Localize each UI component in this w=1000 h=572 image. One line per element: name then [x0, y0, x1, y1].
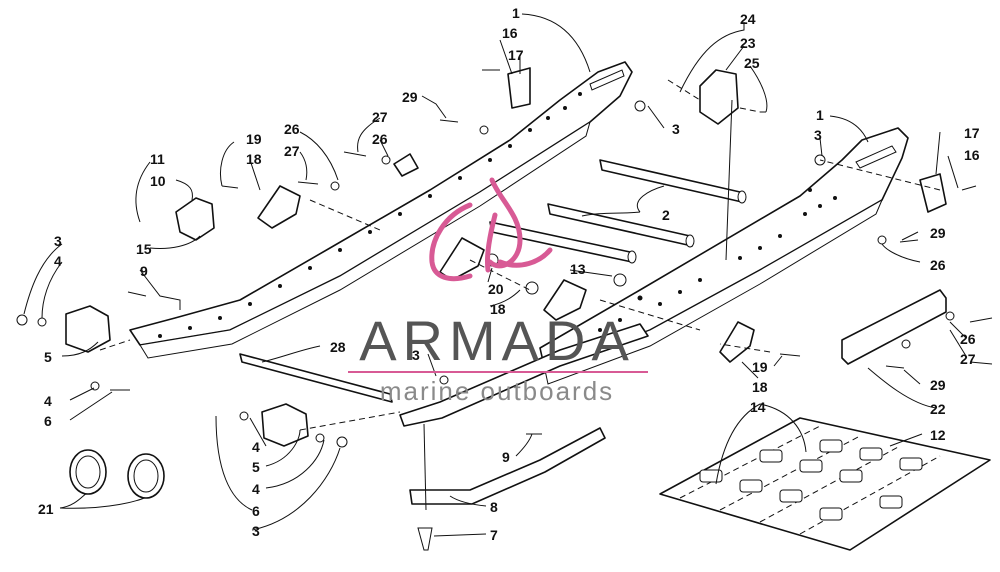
watermark-tagline: marine outboards [380, 376, 614, 406]
callout-26: 26 [372, 131, 388, 147]
callout-12: 12 [930, 427, 946, 443]
callout-8: 8 [490, 499, 498, 515]
callout-labels: 1 16 17 24 23 25 29 27 26 3 1 3 17 16 26… [38, 5, 980, 543]
callout-17: 17 [964, 125, 980, 141]
leader-lines [23, 13, 967, 537]
callout-1: 1 [816, 107, 824, 123]
callout-27: 27 [284, 143, 300, 159]
callout-27: 27 [960, 351, 976, 367]
callout-5: 5 [44, 349, 52, 365]
callout-16: 16 [502, 25, 518, 41]
callout-19: 19 [246, 131, 262, 147]
cross-shafts [239, 159, 747, 403]
callout-2: 2 [662, 207, 670, 223]
callout-9: 9 [502, 449, 510, 465]
callout-17: 17 [508, 47, 524, 63]
callout-4: 4 [252, 481, 260, 497]
callout-9: 9 [140, 263, 148, 279]
callout-21: 21 [38, 501, 54, 517]
callout-5: 5 [252, 459, 260, 475]
alignment-lines [99, 79, 941, 431]
callout-3: 3 [252, 523, 260, 539]
left-rail [129, 61, 633, 359]
watermark-logo [429, 177, 553, 282]
callout-18: 18 [752, 379, 768, 395]
callout-11: 11 [150, 151, 165, 167]
callout-24: 24 [740, 11, 756, 27]
callout-29: 29 [930, 377, 946, 393]
callout-3: 3 [814, 127, 822, 143]
callout-14: 14 [750, 399, 766, 415]
callout-19: 19 [752, 359, 768, 375]
callout-16: 16 [964, 147, 980, 163]
callout-26: 26 [930, 257, 946, 273]
callout-23: 23 [740, 35, 756, 51]
callout-28: 28 [330, 339, 346, 355]
callout-15: 15 [136, 241, 152, 257]
callout-29: 29 [930, 225, 946, 241]
callout-18: 18 [246, 151, 262, 167]
callout-29: 29 [402, 89, 418, 105]
callout-3: 3 [412, 347, 420, 363]
slide-runner [399, 323, 649, 505]
callout-7: 7 [490, 527, 498, 543]
callout-3: 3 [672, 121, 680, 137]
callout-25: 25 [744, 55, 760, 71]
callout-6: 6 [44, 413, 52, 429]
callout-3: 3 [54, 233, 62, 249]
callout-4: 4 [252, 439, 260, 455]
rear-slide-bar [841, 289, 947, 365]
callout-18: 18 [490, 301, 506, 317]
callout-10: 10 [150, 173, 166, 189]
callout-1: 1 [512, 5, 520, 21]
callout-27: 27 [372, 109, 388, 125]
callout-6: 6 [252, 503, 260, 519]
callout-22: 22 [930, 401, 946, 417]
watermark: ARMADA marine outboards [348, 177, 648, 406]
callout-4: 4 [44, 393, 52, 409]
callout-20: 20 [488, 281, 504, 297]
track [659, 417, 991, 551]
clamps [65, 305, 309, 499]
brackets [175, 67, 947, 363]
callout-13: 13 [570, 261, 586, 277]
callout-4: 4 [54, 253, 62, 269]
callout-26: 26 [284, 121, 300, 137]
callout-26: 26 [960, 331, 976, 347]
watermark-brand: ARMADA [359, 309, 635, 372]
